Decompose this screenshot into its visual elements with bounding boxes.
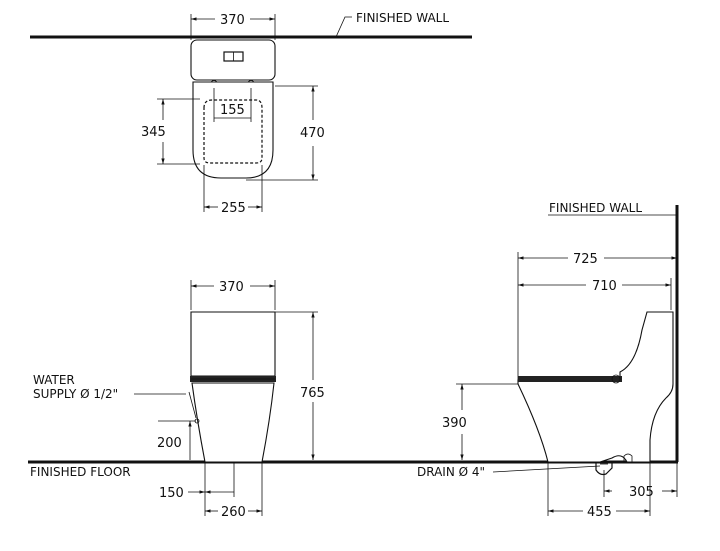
dim-supply-offset: 150 [159,486,184,501]
finished-floor-label: FINISHED FLOOR [30,465,131,479]
tank-top [190,39,276,81]
dim-seat-depth: 345 [141,125,166,140]
dim-bottom-width: 255 [221,201,246,216]
dim-supply-height: 200 [157,436,182,451]
dim-front-width: 370 [219,280,244,295]
finished-wall-label-top: FINISHED WALL [356,11,449,25]
dim-side-tank-depth: 710 [592,279,617,294]
dim-drain-to-front: 455 [587,505,612,520]
dim-front-height: 765 [300,386,325,401]
dim-side-overall-depth: 725 [573,252,598,267]
seat-side [518,376,622,382]
tank-front [190,311,276,377]
dim-drain-to-wall: 305 [629,485,654,500]
top-view: FINISHED WALL 370 155 345 470 [30,11,472,216]
dim-hole-spacing: 155 [220,103,245,118]
toilet-side-body [517,311,674,463]
bowl-front [191,382,275,463]
water-supply-label-line2: SUPPLY Ø 1/2" [33,387,118,401]
finished-wall-label-side: FINISHED WALL [549,201,642,215]
bowl-top [192,81,274,179]
dim-overall-depth: 470 [300,126,325,141]
dim-side-seat-height: 390 [442,416,467,431]
water-supply-label-line1: WATER [33,373,75,387]
drain-label: DRAIN Ø 4" [417,465,485,479]
dim-base-width: 260 [221,505,246,520]
dim-top-width: 370 [220,13,245,28]
side-view: FINISHED WALL 725 710 390 DRAIN Ø 4" [417,201,679,520]
front-view: 370 765 200 WATER SUPPLY Ø 1/2" 150 [33,280,325,520]
